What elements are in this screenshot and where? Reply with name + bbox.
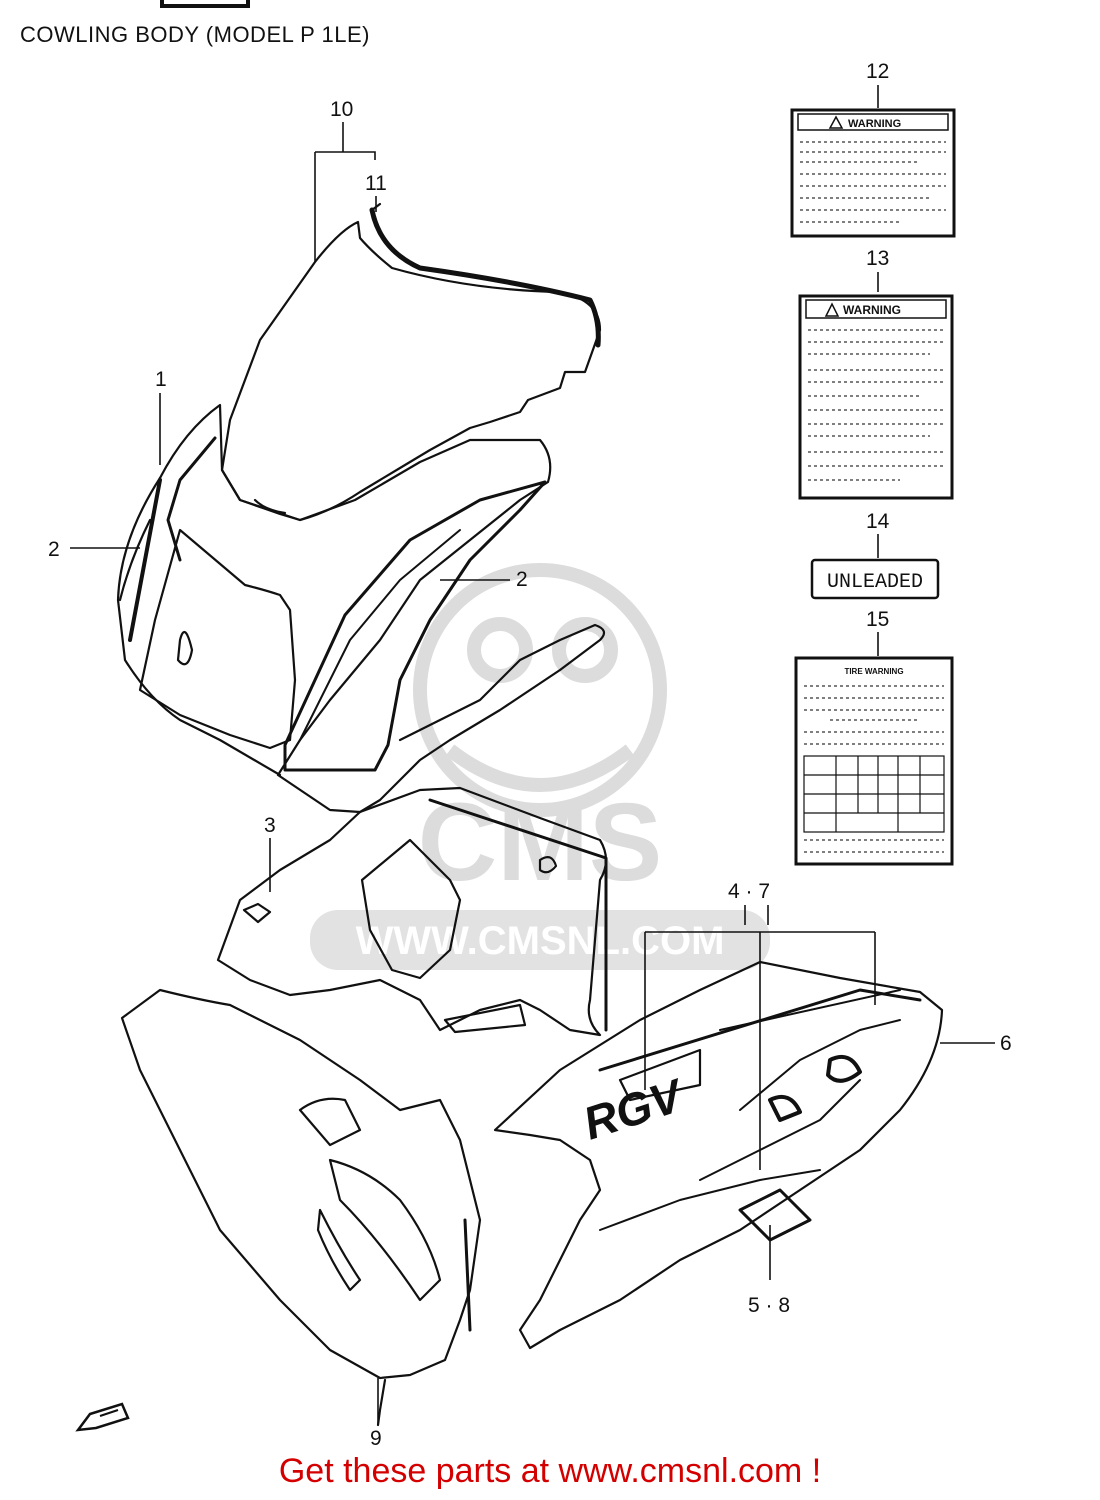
warning-title-13: WARNING bbox=[843, 303, 901, 317]
warning-label-13: WARNING bbox=[798, 294, 954, 500]
callout-2-right: 2 bbox=[516, 568, 528, 591]
callout-11: 11 bbox=[365, 172, 387, 195]
upper-cowl bbox=[158, 403, 606, 814]
front-direction-arrow-icon bbox=[75, 1402, 130, 1432]
warning-title-12: WARNING bbox=[848, 118, 901, 130]
windscreen bbox=[220, 220, 602, 522]
footer-link[interactable]: Get these parts at www.cmsnl.com ! bbox=[278, 1452, 822, 1490]
callout-14: 14 bbox=[866, 510, 890, 533]
callout-15: 15 bbox=[866, 608, 889, 631]
tire-warning-title: TIRE WARNING bbox=[844, 667, 903, 676]
callout-5-8: 5 · 8 bbox=[748, 1294, 790, 1317]
unleaded-label-14: UNLEADED bbox=[810, 558, 940, 600]
callout-6: 6 bbox=[1000, 1032, 1012, 1055]
callout-3: 3 bbox=[264, 814, 276, 837]
watermark-url: WWW.CMSNL.COM bbox=[356, 919, 725, 963]
callout-4-7: 4 · 7 bbox=[728, 880, 770, 903]
unleaded-text: UNLEADED bbox=[827, 571, 923, 594]
callout-2-left: 2 bbox=[48, 538, 60, 561]
callout-10: 10 bbox=[330, 98, 353, 121]
warning-label-12: WARNING bbox=[790, 108, 956, 238]
callout-9: 9 bbox=[370, 1427, 382, 1450]
watermark-brand: CMS bbox=[418, 781, 662, 904]
page-title: COWLING BODY (MODEL P 1LE) bbox=[20, 22, 371, 47]
callout-12: 12 bbox=[866, 60, 889, 83]
tire-warning-label-15: TIRE WARNING bbox=[794, 656, 954, 866]
rgv-logo-decal: RGV bbox=[577, 1068, 691, 1149]
watermark-logo: CMS WWW.CMSNL.COM bbox=[310, 563, 770, 970]
callout-1: 1 bbox=[155, 368, 167, 391]
side-cowl bbox=[493, 960, 944, 1350]
callout-13: 13 bbox=[866, 247, 889, 270]
inner-panel-right bbox=[283, 480, 547, 772]
under-cowl bbox=[120, 988, 482, 1380]
cropped-heading-fragment bbox=[160, 0, 250, 8]
center-panel bbox=[216, 786, 608, 1037]
